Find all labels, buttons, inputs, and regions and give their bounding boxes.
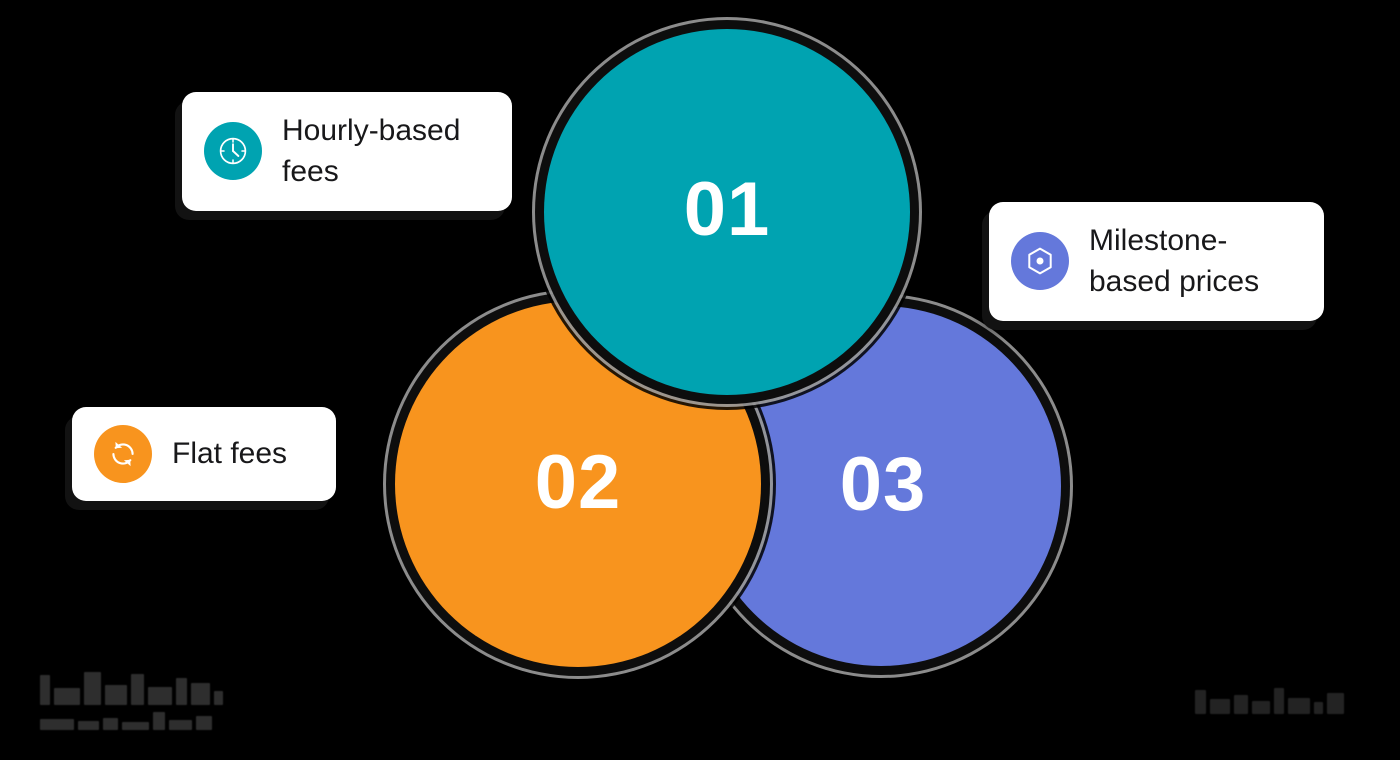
venn-number-01: 01 [683, 167, 771, 252]
hexagon-dot-icon [1011, 232, 1069, 291]
label-card-text: Hourly-based fees [282, 114, 461, 189]
label-card-text: Milestone- based prices [1089, 224, 1260, 299]
label-card-milestone-based-prices[interactable]: Milestone- based prices [989, 202, 1324, 321]
clock-icon [204, 122, 262, 181]
sync-refresh-icon [94, 425, 152, 483]
label-card-flat-fees[interactable]: Flat fees [72, 407, 336, 501]
label-card-text: Flat fees [172, 437, 288, 471]
venn-circle-01[interactable]: 01 [544, 29, 910, 395]
label-card-hourly-based-fees[interactable]: Hourly-based fees [182, 92, 512, 211]
venn-number-02: 02 [534, 440, 622, 525]
venn-number-03: 03 [839, 442, 927, 527]
